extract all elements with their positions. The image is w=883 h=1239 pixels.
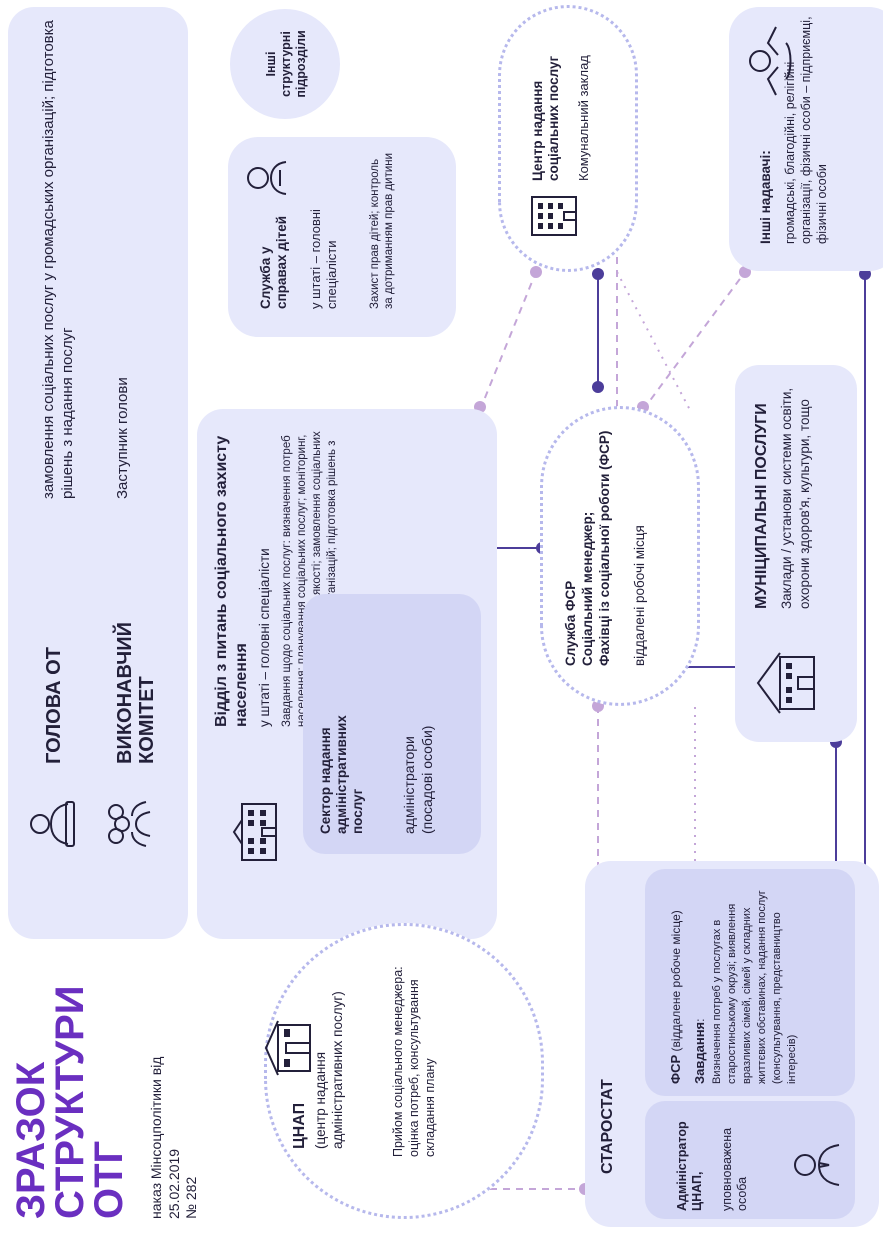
baby-icon bbox=[247, 161, 287, 195]
child-service-title: Служба у справах дітей bbox=[258, 215, 289, 309]
fsr-service-text: віддалені робочі місця bbox=[632, 525, 647, 666]
starostat-tasks-text: Визначення потреб у послугах в старостин… bbox=[711, 890, 798, 1084]
link-social-dept-center bbox=[479, 271, 537, 411]
child-service-tasks: Захист прав дітей; контроль за дотриманн… bbox=[369, 152, 395, 309]
social-center-title: Центр надання соціальних послуг bbox=[530, 55, 561, 181]
social-center-type: Комунальний заклад bbox=[576, 55, 591, 181]
municipal-title: МУНІЦИПАЛЬНІ ПОСЛУГИ bbox=[753, 403, 770, 609]
cnap-text: Прийом соціального менеджера: оцінка пот… bbox=[391, 966, 437, 1157]
other-providers-title: Інші надавачі: bbox=[758, 150, 773, 244]
other-units-label: Інші структурні підрозділи bbox=[264, 30, 308, 98]
fsr-service-title: Служба ФСР Соціальний менеджер; Фахівці … bbox=[563, 430, 612, 666]
social-dept-staff: у штаті – головні спеціалісти bbox=[257, 548, 272, 727]
committee-icon bbox=[108, 801, 151, 847]
admin-person-icon bbox=[794, 1144, 840, 1186]
page-title: ЗРАЗОК СТРУКТУРИ ОТГ bbox=[9, 985, 131, 1219]
head-text: замовлення соціальних послуг у громадськ… bbox=[40, 20, 76, 499]
link-center-fsr-dotted bbox=[616, 271, 691, 411]
school-icon bbox=[756, 652, 815, 714]
office-building-icon bbox=[232, 803, 277, 861]
handshake-icon bbox=[749, 26, 792, 96]
municipal-text: Заклади / установи системи освіти, охоро… bbox=[779, 387, 812, 609]
starostat-fsr-header: ФСР (віддалене робоче місце) bbox=[668, 910, 683, 1084]
cnap-title: ЦНАП bbox=[291, 1102, 308, 1149]
starostat-admin-title: Адміністратор ЦНАП, bbox=[675, 1121, 704, 1211]
cnap-building-icon bbox=[264, 1020, 311, 1076]
head-person-icon bbox=[30, 801, 75, 847]
starostat-admin-text: уповноважена особа bbox=[720, 1127, 749, 1211]
admin-sector-title: Сектор надання адміністративних послуг bbox=[318, 715, 365, 834]
starostat-tasks-label-row: Завдання: bbox=[692, 1018, 707, 1084]
link-fsr-providers bbox=[642, 271, 746, 411]
head-title: ГОЛОВА ОТ bbox=[43, 647, 65, 764]
social-dept-title: Відділ з питань соціального захисту насе… bbox=[213, 435, 250, 727]
admin-sector-text: адміністратори (посадові особи) bbox=[401, 725, 435, 834]
building-icon bbox=[531, 196, 577, 236]
starostat-title: СТАРОСТАТ bbox=[599, 1079, 616, 1174]
executive-title: ВИКОНАВЧИЙ КОМІТЕТ bbox=[114, 622, 158, 764]
executive-text: Заступник голови bbox=[114, 377, 131, 499]
other-providers-text: громадські, благодійні, релігійні органі… bbox=[783, 16, 829, 244]
child-service-staff: у штаті – головні спеціалісти bbox=[308, 209, 339, 309]
cnap-subtitle: (центр надання адміністративних послуг) bbox=[313, 991, 345, 1149]
order-reference: наказ Мінсоцполітики від 25.02.2019 № 28… bbox=[148, 1056, 199, 1219]
